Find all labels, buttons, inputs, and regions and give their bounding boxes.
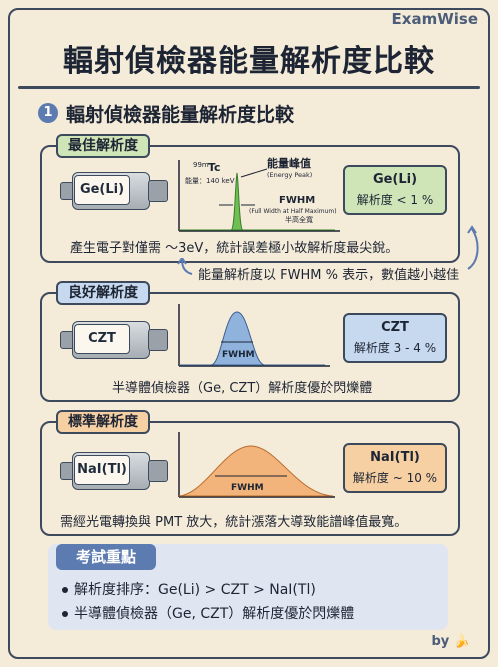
- curved-arrow-left: [177, 258, 193, 275]
- result-box-ge-li: Ge(Li) 解析度 < 1 %: [343, 165, 447, 215]
- result-name: NaI(Tl): [370, 450, 420, 465]
- banana-icon: 🍌: [453, 634, 470, 649]
- key-point-text: 半導體偵檢器（Ge, CZT）解析度優於閃爍體: [74, 606, 355, 622]
- byline-text: by: [431, 634, 450, 649]
- fwhm-note: 能量解析度以 FWHM % 表示，數值越小越佳: [198, 268, 460, 283]
- spectrum-graph-ge-li: 99m Tc 能量：140 keV 能量峰值 (Energy Peak) FWH…: [178, 156, 340, 232]
- brand-logo: ExamWise: [391, 10, 478, 28]
- detector-label: Ge(Li): [74, 175, 130, 205]
- bullet-icon: [62, 611, 68, 617]
- description-czt: 半導體偵檢器（Ge, CZT）解析度優於閃爍體: [112, 381, 373, 396]
- page-title: 輻射偵檢器能量解析度比較: [63, 44, 435, 79]
- detector-label: NaI(Tl): [74, 455, 130, 485]
- fwhm-label-en: (Full Width at Half Maximum): [249, 208, 337, 215]
- isotope-label: Tc: [208, 161, 221, 174]
- fwhm-label-zh: 半高全寬: [285, 215, 313, 224]
- detector-cap-right: [148, 180, 168, 202]
- key-point-item: 解析度排序：Ge(Li) > CZT > NaI(Tl): [62, 579, 316, 599]
- curved-arrow-right: [467, 225, 479, 270]
- page-frame: [8, 8, 490, 659]
- tag-standard-resolution: 標準解析度: [56, 410, 150, 434]
- result-value: 解析度 < 1 %: [356, 193, 434, 207]
- detector-nai-tl: NaI(Tl): [60, 452, 170, 490]
- section-number-badge: 1: [38, 103, 58, 123]
- detector-label: CZT: [74, 324, 130, 354]
- panel-standard-resolution: [40, 421, 460, 536]
- result-box-czt: CZT 解析度 3 - 4 %: [343, 313, 447, 363]
- detector-ge-li: Ge(Li): [60, 172, 170, 210]
- bullet-icon: [62, 587, 68, 593]
- result-value: 解析度 ~ 10 %: [352, 471, 438, 485]
- energy-label: 能量：140 keV: [185, 176, 235, 185]
- result-name: Ge(Li): [372, 172, 418, 187]
- fwhm-label: FWHM: [279, 195, 315, 206]
- peak-label-en: (Energy Peak): [267, 171, 312, 179]
- title-underline: [18, 86, 480, 89]
- peak-pointer: [240, 168, 268, 178]
- spectrum-graph-czt: FWHM: [178, 304, 330, 367]
- result-name: CZT: [381, 320, 409, 335]
- result-box-nai-tl: NaI(Tl) 解析度 ~ 10 %: [343, 443, 447, 493]
- tag-best-resolution: 最佳解析度: [56, 134, 150, 158]
- section-title: 輻射偵檢器能量解析度比較: [66, 104, 295, 126]
- energy-peak: [179, 172, 335, 231]
- isotope-superscript: 99m: [193, 161, 209, 169]
- result-value: 解析度 3 - 4 %: [353, 341, 437, 355]
- description-ge-li: 產生電子對僅需 ～3eV，統計誤差極小故解析度最尖銳。: [70, 241, 399, 256]
- fwhm-label: FWHM: [231, 483, 264, 493]
- detector-cap-right: [148, 460, 168, 482]
- fwhm-label: FWHM: [222, 350, 255, 360]
- detector-czt: CZT: [60, 321, 170, 359]
- tag-good-resolution: 良好解析度: [56, 281, 150, 305]
- description-nai-tl: 需經光電轉換與 PMT 放大，統計漲落大導致能譜峰值最寬。: [60, 515, 408, 530]
- peak-label: 能量峰值: [267, 156, 311, 170]
- panel-best-resolution: [40, 145, 460, 263]
- key-points-title: 考試重點: [56, 544, 156, 570]
- spectrum-graph-nai-tl: FWHM: [178, 432, 335, 498]
- key-point-text: 解析度排序：Ge(Li) > CZT > NaI(Tl): [74, 582, 316, 598]
- energy-peak: [178, 445, 334, 497]
- panel-good-resolution: [40, 292, 460, 402]
- energy-peak: [179, 311, 325, 366]
- footer-byline: by 🍌: [432, 634, 471, 649]
- key-point-item: 半導體偵檢器（Ge, CZT）解析度優於閃爍體: [62, 603, 354, 623]
- detector-cap-right: [148, 329, 168, 351]
